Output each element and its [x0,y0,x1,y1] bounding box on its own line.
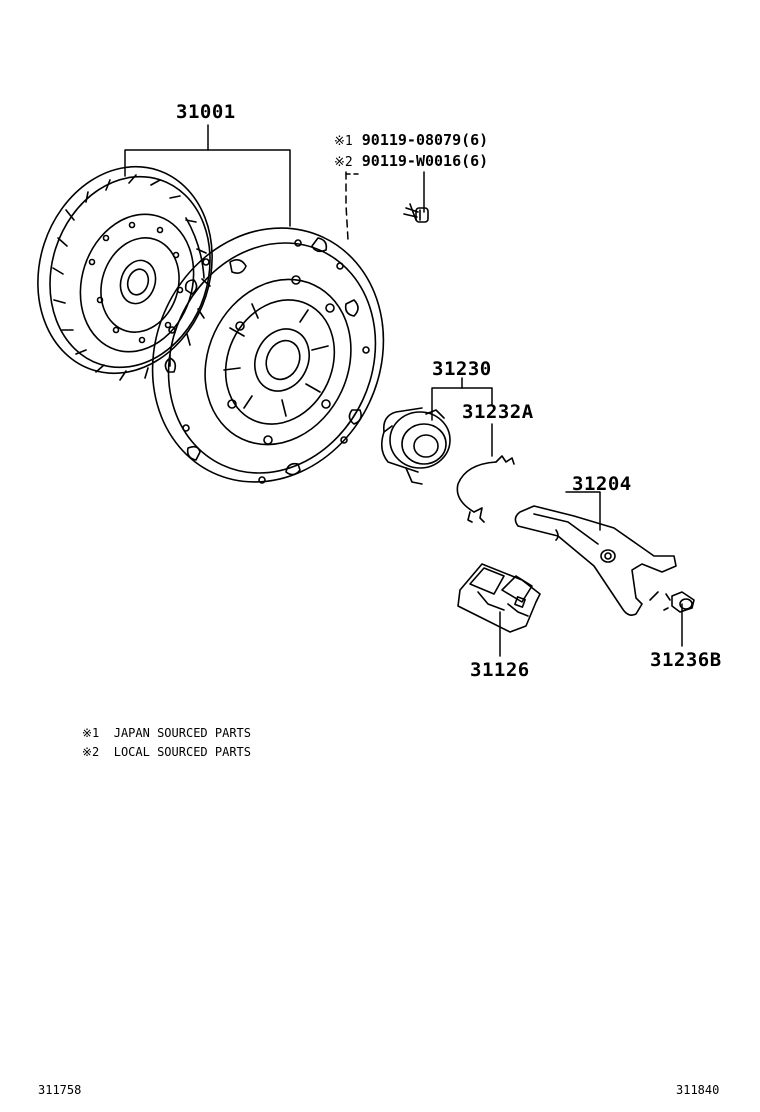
illustration-code-left: 311758 [38,1083,82,1097]
part-label-31232a[interactable]: 31232A [462,401,534,423]
leader-lines [124,124,683,657]
legend-text-1: JAPAN SOURCED PARTS [113,726,252,740]
legend-japan-sourced: ※1 JAPAN SOURCED PARTS [82,726,251,740]
clutch-cover-drawing[interactable] [112,190,425,520]
release-fork-drawing[interactable] [514,505,677,616]
legend-mark-2: ※2 [82,745,100,759]
bolt-part-number-japan: 90119-08079(6) [361,131,489,149]
part-label-31230[interactable]: 31230 [432,358,492,380]
part-label-31126[interactable]: 31126 [470,659,530,681]
japan-sourced-mark: ※1 [334,134,353,149]
part-label-31236b[interactable]: 31236B [650,649,722,671]
fork-boot-drawing[interactable] [457,563,541,633]
release-bearing-drawing[interactable] [380,407,451,485]
local-sourced-mark: ※2 [334,155,353,170]
bolt-drawing[interactable] [403,203,429,223]
fork-pivot-drawing[interactable] [663,591,695,613]
bolt-ref-local[interactable]: ※2 90119-W0016(6) [334,152,488,170]
illustration-code-right: 311840 [676,1083,720,1097]
legend-mark-1: ※1 [82,726,100,740]
part-label-31204[interactable]: 31204 [572,473,632,495]
part-label-31001[interactable]: 31001 [176,101,236,123]
hub-clip-drawing[interactable] [456,455,515,523]
bolt-part-number-local: 90119-W0016(6) [361,152,489,170]
clutch-disc-drawing[interactable] [12,144,239,396]
legend-text-2: LOCAL SOURCED PARTS [113,745,252,759]
bolt-ref-japan[interactable]: ※1 90119-08079(6) [334,131,488,149]
legend-local-sourced: ※2 LOCAL SOURCED PARTS [82,745,251,759]
